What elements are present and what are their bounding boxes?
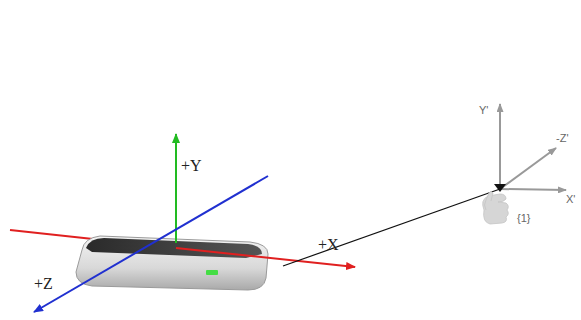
axis-label: +Y — [181, 158, 202, 174]
axis-label: Y' — [479, 105, 488, 116]
leap-motion-device — [76, 236, 268, 290]
hand-frame-axes — [500, 104, 566, 190]
axis-label: X' — [566, 194, 575, 205]
pointer-line — [283, 189, 500, 266]
z-axis — [34, 176, 268, 312]
axis-label: +Z — [34, 276, 53, 292]
axis-label: -Z' — [556, 133, 568, 144]
y-axis — [175, 134, 177, 243]
axis-label: {1} — [517, 213, 530, 224]
hand-icon — [483, 192, 509, 225]
axis-label: +X — [318, 237, 339, 253]
origin-marker — [494, 184, 506, 192]
